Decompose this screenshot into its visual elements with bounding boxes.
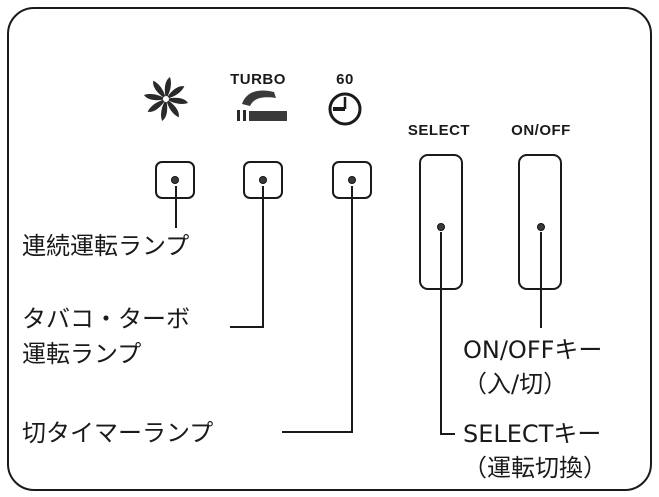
tobacco-turbo-lamp-callout-line1: タバコ・ターボ — [22, 305, 190, 333]
onoff-top-label: ON/OFF — [511, 122, 571, 139]
off-timer-lamp — [332, 161, 372, 199]
tobacco-turbo-lamp-callout-line2: 運転ランプ — [22, 340, 141, 368]
onoff-key-callout-line2: （入/切） — [463, 370, 567, 398]
select-key-leader — [440, 232, 455, 435]
select-key-callout-line1: SELECTキー — [463, 420, 601, 448]
select-top-label: SELECT — [408, 122, 470, 139]
cigarette-icon — [237, 90, 287, 121]
timer-60-label: 60 — [336, 71, 354, 88]
onoff-key-callout-line1: ON/OFFキー — [463, 336, 602, 364]
panel-frame — [7, 7, 652, 491]
fan-icon — [144, 77, 188, 121]
timer-clock-icon — [328, 92, 362, 126]
tobacco-turbo-lamp-leader — [230, 186, 264, 328]
select-key-callout-line2: （運転切換） — [463, 454, 607, 482]
off-timer-lamp-callout: 切タイマーランプ — [22, 419, 213, 447]
turbo-label: TURBO — [230, 71, 286, 88]
continuous-lamp-callout: 連続運転ランプ — [22, 232, 189, 260]
off-timer-lamp-leader — [282, 186, 353, 433]
